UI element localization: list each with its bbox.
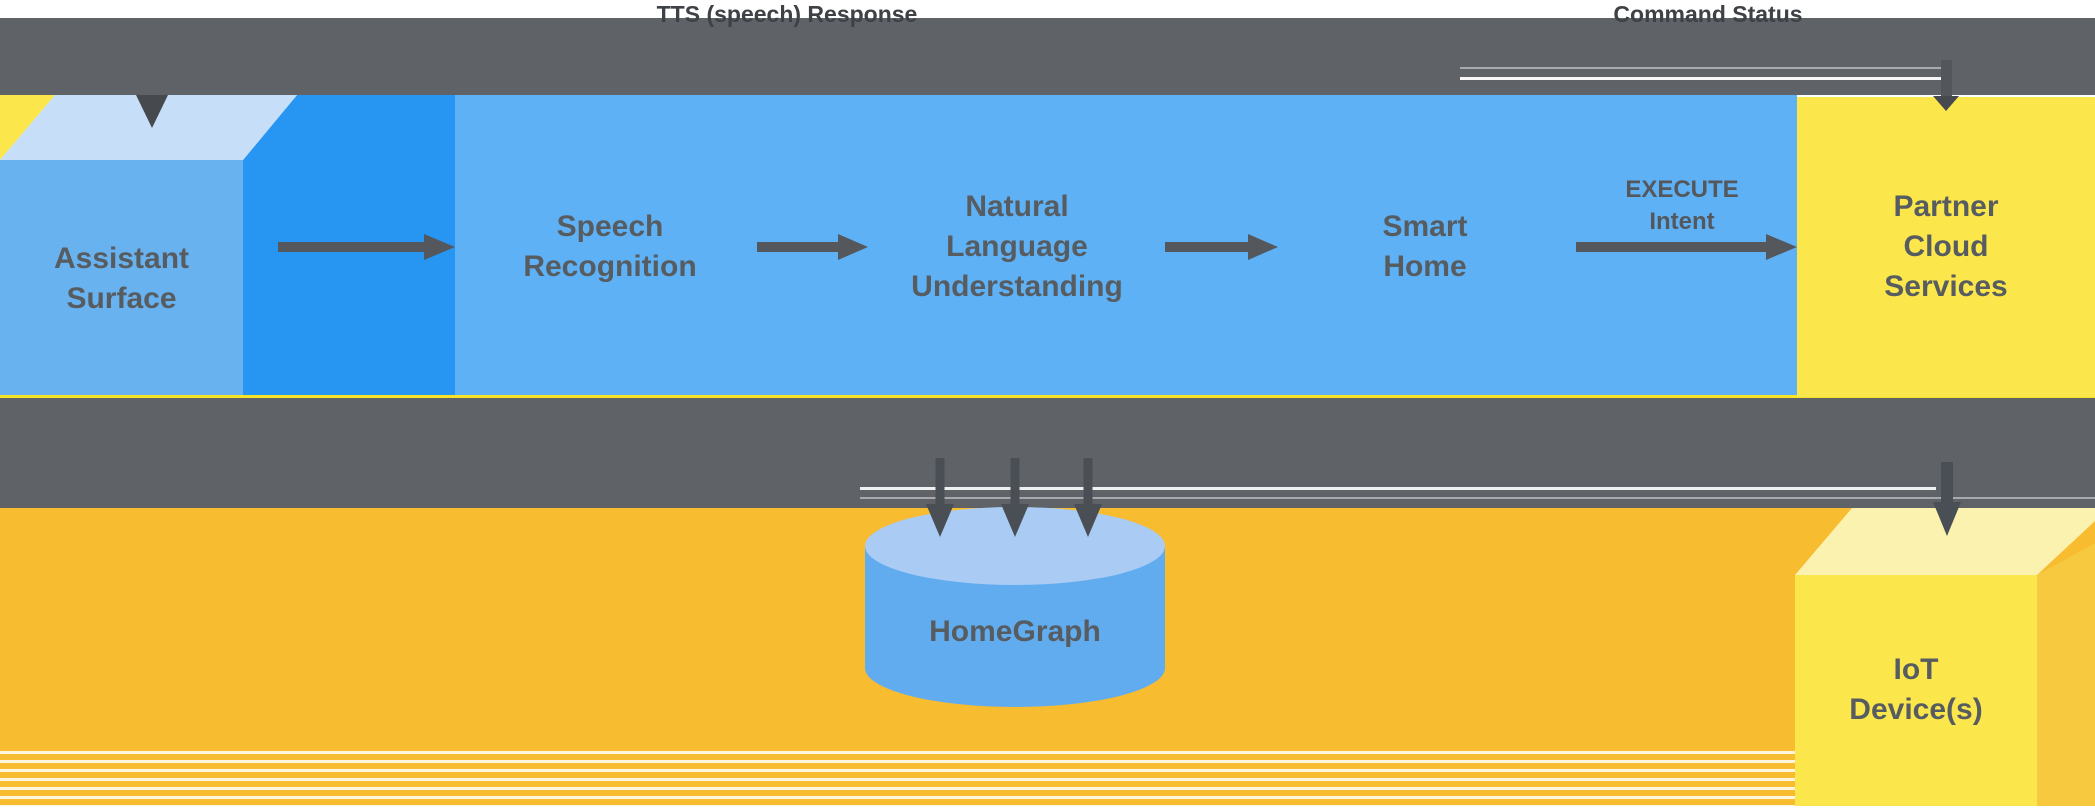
partner-down-connector xyxy=(1941,60,1952,97)
speech-recognition-label: Speech Recognition xyxy=(523,210,697,283)
execute-intent-label: EXECUTE Intent xyxy=(1625,176,1739,235)
top-band-flow-line xyxy=(1460,67,1941,69)
partner-cloud-services-box xyxy=(1797,97,2095,397)
middle-band-flow-line xyxy=(860,497,2095,499)
bottom-edge-strip xyxy=(0,806,2095,809)
smart-home-label: Smart Home xyxy=(1382,210,1468,283)
arrow-speech-to-nlu-icon xyxy=(757,234,868,260)
top-band-flow-line xyxy=(1460,77,1941,80)
down-arrow-into-assistant-icon xyxy=(136,95,168,128)
iot-cube-side-face xyxy=(2037,543,2095,809)
middle-band-flow-line xyxy=(860,487,1936,490)
iot-cube-top-face xyxy=(1795,508,2095,575)
iot-cube-front-face xyxy=(1795,575,2037,809)
yellow-divider-line xyxy=(0,395,2095,399)
nlu-label: Natural Language Understanding xyxy=(911,190,1123,303)
down-arrow-into-iot-icon xyxy=(1933,462,1961,536)
down-arrows-into-homegraph-icon xyxy=(926,458,1102,537)
bottom-stripe-artifact xyxy=(0,745,2095,806)
google-assistant-box xyxy=(455,95,1797,395)
partner-cloud-services-label: Partner Cloud Services xyxy=(1884,190,2008,303)
arrow-nlu-to-smarthome-icon xyxy=(1165,234,1278,260)
assistant-cube-front-face xyxy=(0,160,243,395)
top-gray-band xyxy=(0,18,2095,95)
down-arrow-into-partner-icon xyxy=(1933,96,1959,111)
command-status-label: Command Status xyxy=(1613,0,1803,27)
homegraph-label: HomeGraph xyxy=(929,615,1101,648)
arrow-assistant-to-speech-icon xyxy=(278,234,455,260)
assistant-cube-top-face xyxy=(0,95,297,160)
assistant-surface-label: Assistant Surface xyxy=(53,242,190,315)
tts-response-label: TTS (speech) Response xyxy=(656,0,918,27)
iot-devices-label: IoT Device(s) xyxy=(1849,653,1983,726)
homegraph-cylinder-body xyxy=(865,546,1165,707)
arrow-smarthome-to-partner-icon xyxy=(1576,234,1797,260)
